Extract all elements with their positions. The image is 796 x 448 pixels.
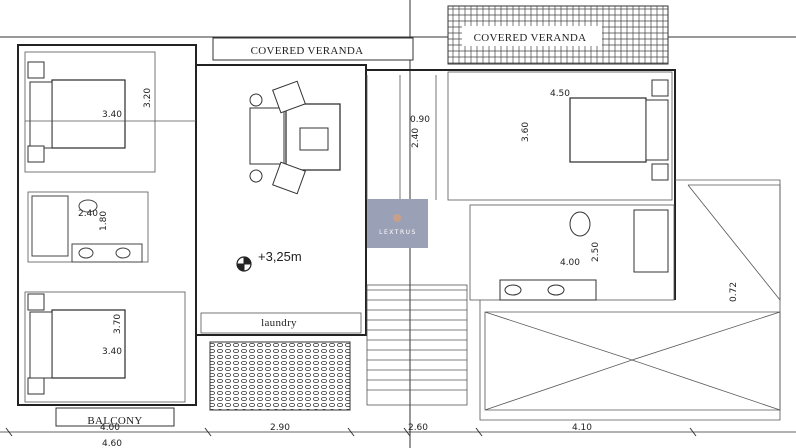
veranda-left-label: COVERED VERANDA (251, 45, 364, 57)
dim-bottom-4: 4.10 (572, 423, 592, 433)
veranda-right-bg (462, 26, 602, 46)
dim-roof-small: 0.72 (729, 282, 739, 302)
bedroom-top-left (24, 51, 196, 173)
dim-bath1-a: 2.40 (78, 209, 98, 219)
balcony-box (55, 407, 175, 427)
bedroom-right (447, 71, 673, 201)
dim-bed2-width: 3.40 (102, 347, 122, 357)
dim-bed2-depth: 3.70 (113, 314, 123, 334)
dim-bottom-2: 2.90 (270, 423, 290, 433)
dim-bottom-partial: 4.60 (102, 439, 122, 448)
pebble-area (209, 341, 351, 411)
dim-stair-a: 0.90 (410, 115, 430, 125)
bottom-dimension-line (0, 427, 796, 437)
watermark-logo-icon (393, 214, 401, 222)
dim-bottom-1: 4.00 (100, 423, 120, 433)
staircase (366, 75, 468, 406)
watermark-box (367, 199, 428, 248)
laundry-counter (200, 312, 362, 334)
dim-bed3-depth: 3.60 (521, 122, 531, 142)
dim-stair-b: 2.40 (411, 128, 421, 148)
living-furniture (249, 80, 341, 195)
dim-bath2-width: 4.00 (560, 258, 580, 268)
laundry-label: laundry (261, 317, 297, 329)
roof-plan (484, 184, 781, 411)
dim-bed1-width: 3.40 (102, 110, 122, 120)
balcony-label: BALCONY (87, 415, 142, 427)
dim-bath1-b: 1.80 (99, 211, 109, 231)
dim-bath2-depth: 2.50 (591, 242, 601, 262)
dim-bed3-width: 4.50 (550, 89, 570, 99)
veranda-left-box (212, 37, 414, 61)
outer-walls (17, 44, 781, 421)
bathroom-right (469, 204, 675, 301)
bedroom-bottom-left (24, 291, 186, 403)
dim-bottom-3: 2.60 (408, 423, 428, 433)
elevation-label: +3,25m (258, 249, 302, 264)
bathroom-left (27, 191, 149, 263)
veranda-right-label: COVERED VERANDA (474, 32, 587, 44)
watermark-text: LEXTRUS (379, 229, 417, 236)
dim-bed1-depth: 3.20 (143, 88, 153, 108)
elevation-marker-icon (236, 256, 252, 272)
